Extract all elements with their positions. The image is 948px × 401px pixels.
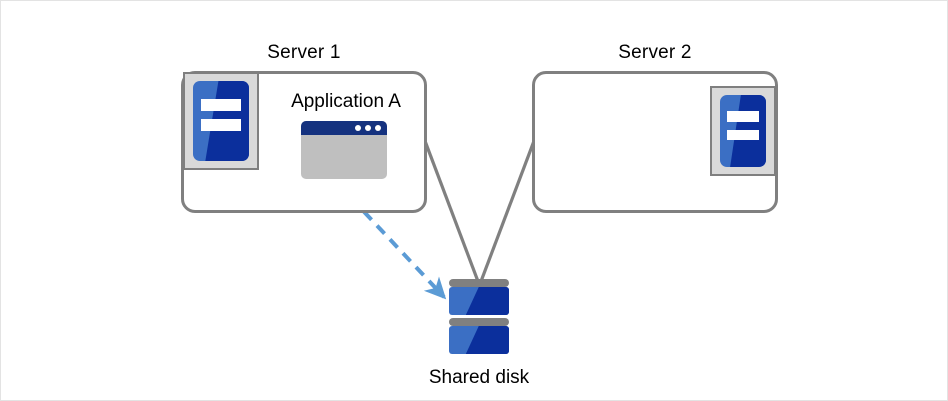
shared-disk-caption: Shared disk: [428, 367, 530, 388]
window-dot-icon: [355, 125, 361, 131]
disk-cap-middle: [449, 318, 509, 326]
disk-cap-top: [449, 279, 509, 287]
disk-stack-icon: [449, 279, 509, 363]
window-dot-icon: [375, 125, 381, 131]
server-card-bar-top: [726, 110, 760, 122]
server-card-glyph: [720, 95, 766, 167]
disk-platter: [449, 326, 509, 354]
server-machine-icon: [710, 86, 776, 176]
window-dot-icon: [365, 125, 371, 131]
disk-platter: [449, 287, 509, 315]
server-card-bar-top: [201, 98, 241, 111]
application-a-label: Application A: [291, 91, 401, 112]
connector-server2-to-disk: [478, 140, 536, 285]
application-window-titlebar: [301, 121, 387, 135]
server2-caption: Server 2: [618, 42, 692, 63]
connector-server1-to-disk: [423, 140, 481, 285]
application-window-icon: [301, 121, 387, 179]
server-card-bar-bottom: [726, 129, 760, 141]
server-card-glyph: [193, 81, 249, 161]
server1-caption: Server 1: [267, 42, 341, 63]
server-card-bar-bottom: [201, 119, 241, 132]
server-machine-icon: [183, 72, 259, 170]
